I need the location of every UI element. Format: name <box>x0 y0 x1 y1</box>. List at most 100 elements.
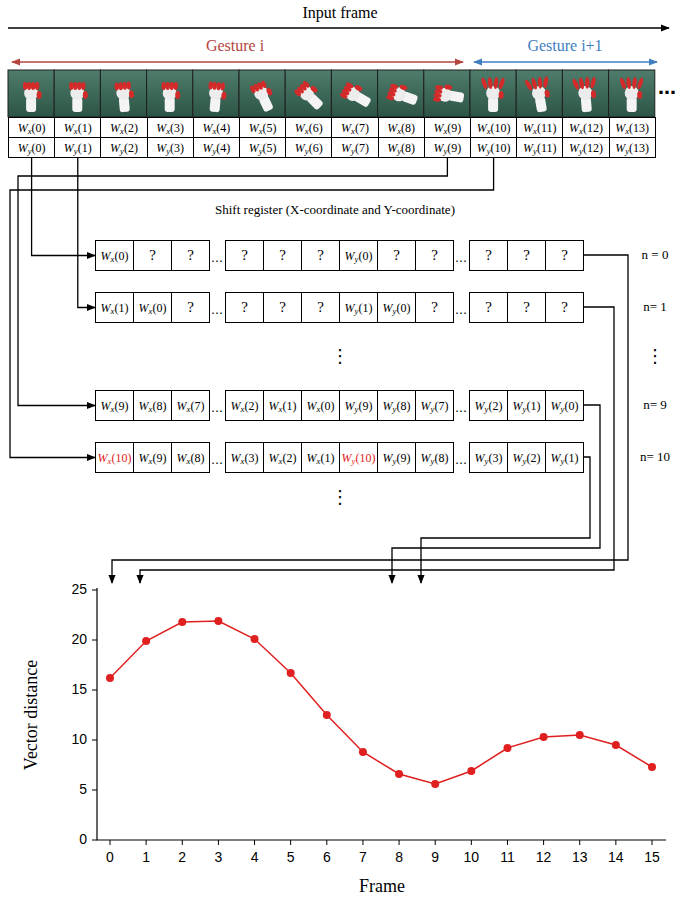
glove-palm <box>625 86 639 100</box>
symbol-subscript: x <box>187 404 191 414</box>
data-point <box>323 711 331 719</box>
coordinate-cell: Wx(1) <box>54 117 101 138</box>
symbol-index: (0) <box>320 399 334 413</box>
symbol-subscript: x <box>108 456 112 466</box>
x-tick-label: 10 <box>464 850 480 865</box>
symbol-index: (1) <box>564 451 578 465</box>
symbol-subscript: x <box>259 126 263 136</box>
glove-thumb <box>129 90 135 98</box>
symbol-subscript: x <box>241 404 245 414</box>
video-frame <box>516 70 562 117</box>
symbol-subscript: y <box>212 146 216 156</box>
glove-finger <box>302 80 311 89</box>
symbol-letter: W <box>231 399 241 413</box>
cell-text: Wx(3) <box>231 452 259 464</box>
vertical-ellipsis: ⋮ <box>646 346 664 366</box>
glove-finger <box>632 77 638 89</box>
shift-register-cell: Wx(1) <box>95 292 134 323</box>
cell-text: Wx(9) <box>139 452 167 464</box>
symbol-index: (2) <box>488 399 502 413</box>
symbol-letter: W <box>345 249 355 263</box>
shift-register-cell: Wx(8) <box>133 390 172 421</box>
axis-tick <box>507 840 508 845</box>
glove-hand <box>206 81 227 113</box>
glove-thumb <box>544 89 550 98</box>
symbol-index: (2) <box>526 451 540 465</box>
symbol-subscript: y <box>393 456 397 466</box>
symbol-letter: W <box>110 141 120 155</box>
vertical-ellipsis: ⋮ <box>331 346 349 366</box>
axis-tick <box>92 790 97 791</box>
data-point <box>214 617 222 625</box>
cell-text: Wy(12) <box>569 142 603 154</box>
symbol-index: (10) <box>491 121 511 135</box>
cell-text: Wx(1) <box>307 452 335 464</box>
symbol-subscript: y <box>533 146 537 156</box>
cell-text: Wx(10) <box>477 122 511 134</box>
symbol-index: (9) <box>152 451 166 465</box>
symbol-subscript: y <box>431 404 435 414</box>
ellipsis: … <box>455 402 467 415</box>
cell-text: Wy(7) <box>421 400 449 412</box>
symbol-index: (2) <box>124 121 138 135</box>
symbol-index: (11) <box>537 121 557 135</box>
data-point <box>540 733 548 741</box>
symbol-index: (1) <box>78 141 92 155</box>
symbol-subscript: y <box>485 404 489 414</box>
symbol-letter: W <box>269 399 279 413</box>
glove-hand <box>114 81 135 113</box>
cell-text: Wy(8) <box>421 452 449 464</box>
glove-hand <box>480 77 505 112</box>
cell-text: Wy(6) <box>295 142 323 154</box>
symbol-subscript: x <box>111 254 115 264</box>
coordinate-cell: Wx(6) <box>285 117 332 138</box>
cell-text: ? <box>431 300 438 315</box>
symbol-letter: W <box>421 451 431 465</box>
symbol-letter: W <box>101 301 111 315</box>
symbol-index: (0) <box>114 249 128 263</box>
symbol-subscript: y <box>352 456 356 466</box>
symbol-subscript: x <box>443 126 447 136</box>
cell-text: Wy(0) <box>18 142 46 154</box>
cell-text: Wy(5) <box>249 142 277 154</box>
coordinate-cell: Wx(7) <box>331 117 378 138</box>
symbol-letter: W <box>569 141 579 155</box>
data-point <box>576 731 584 739</box>
data-point <box>431 780 439 788</box>
glove-finger <box>260 80 267 89</box>
symbol-letter: W <box>475 451 485 465</box>
symbol-subscript: x <box>279 456 283 466</box>
symbol-letter: W <box>110 121 120 135</box>
x-tick-label: 7 <box>359 850 367 865</box>
video-frame <box>609 70 655 117</box>
coordinate-cell: Wx(11) <box>516 117 563 138</box>
data-point <box>503 744 511 752</box>
glove-finger <box>35 82 39 90</box>
symbol-index: (13) <box>629 121 649 135</box>
glove-finger <box>619 77 627 90</box>
cell-text: Wx(1) <box>101 302 129 314</box>
symbol-index: (5) <box>263 121 277 135</box>
x-tick-label: 15 <box>644 850 660 865</box>
coordinate-cell: Wx(0) <box>8 117 55 138</box>
coordinate-cell: Wx(4) <box>193 117 240 138</box>
coordinate-cell: Wx(10) <box>470 117 517 138</box>
coordinate-cell: Wy(6) <box>285 137 332 158</box>
symbol-letter: W <box>202 121 212 135</box>
shift-register-cell: ? <box>263 292 302 323</box>
shift-register-cell: ? <box>225 240 264 271</box>
glove-hand <box>23 82 42 112</box>
symbol-index: (8) <box>401 121 415 135</box>
cell-text: ? <box>187 300 194 315</box>
coordinate-cell: Wy(1) <box>54 137 101 158</box>
symbol-letter: W <box>569 121 579 135</box>
shift-register-cell: ? <box>133 240 172 271</box>
glove-finger <box>220 82 225 90</box>
symbol-index: (13) <box>629 141 649 155</box>
coordinate-cell: Wy(9) <box>424 137 471 158</box>
symbol-letter: W <box>307 451 317 465</box>
data-point <box>648 763 656 771</box>
symbol-index: (9) <box>358 399 372 413</box>
shift-register-cell: Wy(2) <box>469 390 508 421</box>
glove-finger <box>216 82 221 90</box>
